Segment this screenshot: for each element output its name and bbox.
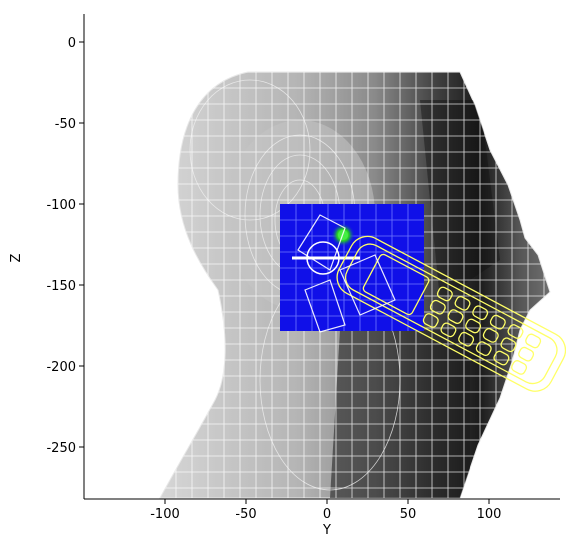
phone-mesh-detail	[297, 214, 396, 333]
phone-key	[500, 337, 517, 353]
phone-key	[472, 305, 489, 321]
y-tick-label: -250	[46, 441, 76, 456]
x-tick-label: 50	[400, 507, 417, 522]
phone-key	[482, 328, 499, 343]
phone-key	[518, 346, 535, 362]
phone-key	[493, 350, 510, 366]
phone-key	[489, 314, 506, 330]
phone-key	[525, 333, 542, 349]
phone-key	[454, 295, 471, 311]
y-ticks: 0 -50 -100 -150 -200 -250	[46, 36, 84, 456]
phone-key	[429, 299, 446, 315]
phone-key	[440, 322, 457, 338]
phone-key	[507, 324, 524, 339]
phone-key	[458, 331, 475, 347]
phone-screen	[362, 253, 430, 316]
x-tick-label: 100	[477, 507, 502, 522]
x-ticks: -100 -50 0 50 100	[150, 499, 501, 522]
y-tick-label: -100	[46, 198, 76, 213]
x-tick-label: 0	[323, 507, 331, 522]
phone-key	[422, 313, 439, 328]
y-tick-label: -50	[55, 117, 76, 132]
phone-key	[447, 309, 464, 324]
phone-key	[436, 286, 453, 302]
x-tick-label: -50	[235, 507, 256, 522]
y-tick-label: -200	[46, 360, 76, 375]
phone-key	[511, 360, 528, 375]
sar-measurement-area	[280, 204, 424, 331]
phone-body	[336, 235, 566, 392]
phone-keypad	[422, 286, 542, 375]
axes: 0 -50 -100 -150 -200 -250 -100 -50 0 50 100 Y Z	[9, 14, 560, 538]
y-axis-title: Z	[9, 253, 24, 262]
phone-key	[475, 341, 492, 357]
x-tick-label: -100	[150, 507, 180, 522]
phone-inner-body	[344, 243, 558, 385]
mobile-phone-outline	[336, 235, 566, 392]
y-tick-label: -150	[46, 279, 76, 294]
phone-key	[465, 318, 482, 334]
y-tick-label: 0	[68, 36, 76, 51]
x-axis-title: Y	[322, 523, 331, 538]
contour-line	[189, 79, 311, 221]
